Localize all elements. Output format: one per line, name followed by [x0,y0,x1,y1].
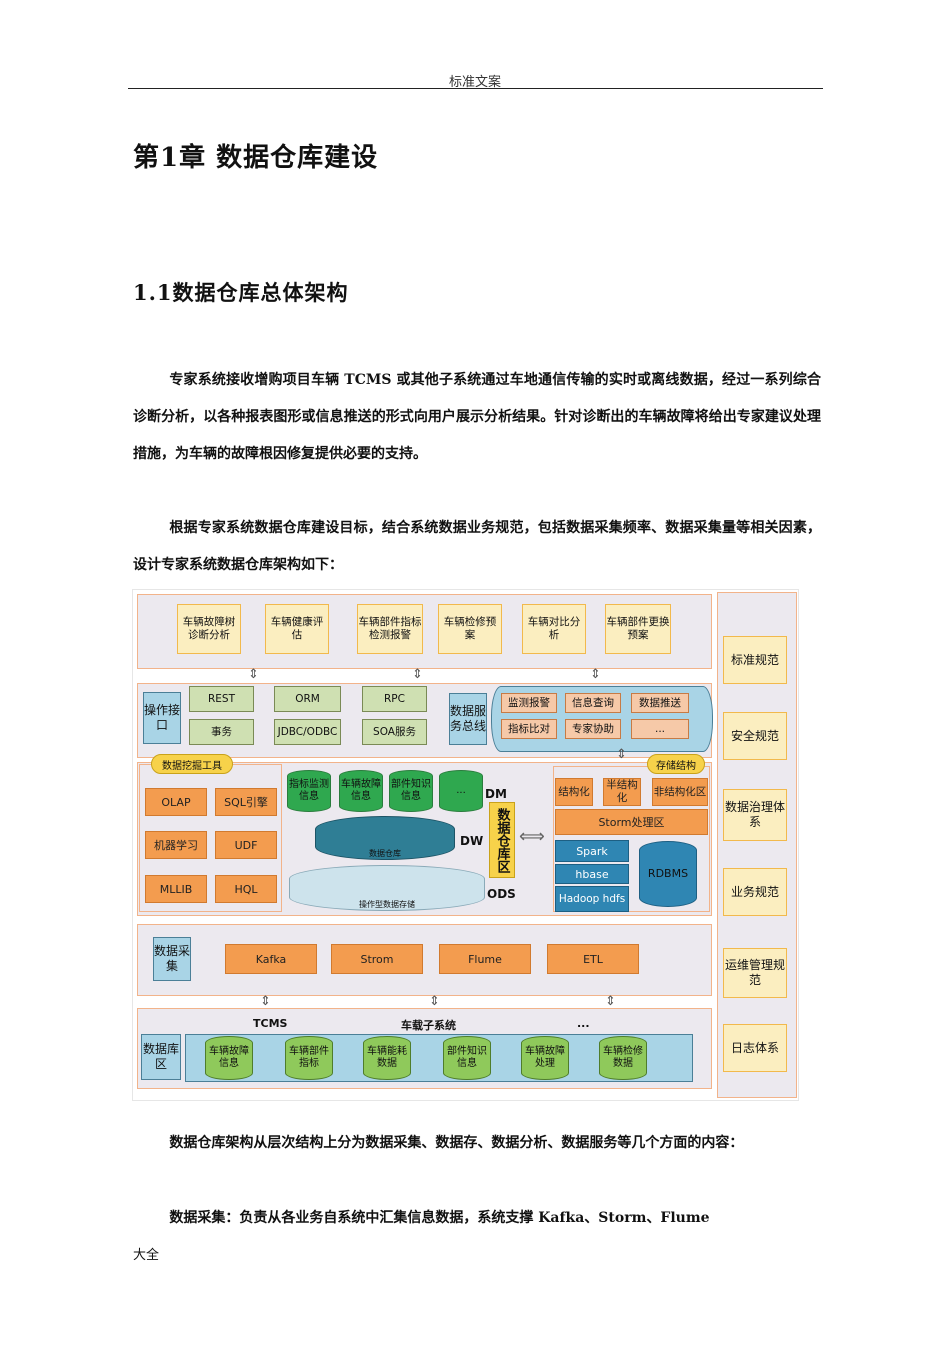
app-compare: 车辆对比分析 [522,604,586,654]
op-transaction: 事务 [189,719,254,745]
app-health: 车辆健康评估 [265,604,329,654]
page-footer: 大全 [133,1248,160,1263]
stack-spark: Spark [555,840,629,862]
side-standard: 标准规范 [723,636,787,684]
collect-strom: Strom [331,944,423,974]
op-rpc: RPC [362,686,427,712]
db-fault-handle: 车辆故障处理 [521,1036,569,1080]
dw-text: 数据仓库 [369,849,401,858]
op-interface-label: 操作接口 [143,692,181,744]
stack-hadoop: Hadoop hdfs [555,886,629,912]
op-orm: ORM [274,686,341,712]
bidirectional-arrow-icon: ⟺ [519,826,545,847]
bus-expert: 专家协助 [565,719,621,739]
arrow-icon: ⇕ [412,667,423,682]
dw-label: DW [460,834,484,848]
bus-compare: 指标比对 [501,719,557,739]
op-soa: SOA服务 [362,719,427,745]
side-governance: 数据治理体系 [723,789,787,841]
storage-unstructured: 非结构化区 [652,778,708,806]
bus-monitor: 监测报警 [501,693,557,713]
paragraph-2: 根据专家系统数据仓库建设目标，结合系统数据业务规范，包括数据采集频率、数据采集量… [133,520,821,573]
paragraph-4: 数据采集：负责从各业务自系统中汇集信息数据，系统支撑 Kafka、Storm、F… [169,1210,710,1226]
db-part-indicator: 车辆部件指标 [285,1036,333,1080]
app-part-replace: 车辆部件更换预案 [605,604,671,654]
ods-disk [289,865,485,911]
dm-fault-cylinder: 车辆故障信息 [339,770,383,812]
mining-mllib: MLLIB [145,875,207,903]
bus-query: 信息查询 [565,693,621,713]
stack-hbase: hbase [555,864,629,884]
storage-structure-label: 存储结构 [647,754,705,774]
collect-flume: Flume [439,944,531,974]
db-fault-info: 车辆故障信息 [205,1036,253,1080]
db-energy: 车辆能耗数据 [363,1036,411,1080]
header-rule [128,88,823,89]
mining-olap: OLAP [145,788,207,816]
storage-structured: 结构化 [555,778,593,806]
app-maintenance: 车辆检修预案 [438,604,502,654]
app-part-alarm: 车辆部件指标检测报警 [357,604,423,654]
dm-label: DM [485,787,507,801]
mining-tools-label: 数据挖掘工具 [151,754,233,774]
section-title: 1.1数据仓库总体架构 [133,280,349,305]
ods-text: 操作型数据存储 [359,900,415,909]
collect-etl: ETL [547,944,639,974]
storage-area [553,766,710,912]
db-maintenance: 车辆检修数据 [599,1036,647,1080]
side-log: 日志体系 [723,1024,787,1072]
storm-zone: Storm处理区 [555,809,708,835]
mining-udf: UDF [215,831,277,859]
collection-label: 数据采集 [153,937,191,981]
dm-indicator-cylinder: 指标监测信息 [287,770,331,812]
source-tcms: TCMS [253,1017,288,1030]
arrow-icon: ⇕ [248,667,259,682]
rdbms-cylinder: RDBMS [639,841,697,907]
arrow-icon: ⇕ [260,994,271,1009]
service-bus-label: 数据服务总线 [449,693,487,745]
collect-kafka: Kafka [225,944,317,974]
db-knowledge: 部件知识信息 [443,1036,491,1080]
op-jdbc-odbc: JDBC/ODBC [274,719,341,745]
dm-knowledge-cylinder: 部件知识信息 [389,770,433,812]
db-zone-label: 数据库区 [141,1034,181,1080]
storage-semi: 半结构化 [603,778,641,806]
chapter-title: 第1章 数据仓库建设 [133,143,379,173]
warehouse-zone-label: 数据仓库区 [489,802,515,878]
dw-disk [315,816,455,860]
source-onboard: 车载子系统 [401,1019,456,1032]
bus-more: ... [631,719,689,739]
arrow-icon: ⇕ [590,667,601,682]
side-business: 业务规范 [723,868,787,916]
arrow-icon: ⇕ [616,747,627,762]
app-fault-tree: 车辆故障树诊断分析 [177,604,241,654]
paragraph-1: 专家系统接收增购项目车辆 TCMS 或其他子系统通过车地通信传输的实时或离线数据… [133,372,821,462]
arrow-icon: ⇕ [605,994,616,1009]
op-rest: REST [189,686,254,712]
architecture-diagram: 车辆故障树诊断分析 车辆健康评估 车辆部件指标检测报警 车辆检修预案 车辆对比分… [132,589,799,1101]
dm-more-cylinder: ... [439,770,483,812]
ods-label: ODS [487,887,516,901]
side-security: 安全规范 [723,712,787,760]
paragraph-3: 数据仓库架构从层次结构上分为数据采集、数据存、数据分析、数据服务等几个方面的内容… [169,1135,744,1151]
mining-ml: 机器学习 [145,831,207,859]
source-more: ... [577,1017,590,1030]
page-header: 标准文案 [448,75,501,90]
mining-hql: HQL [215,875,277,903]
bus-push: 数据推送 [631,693,689,713]
side-ops: 运维管理规范 [723,948,787,998]
arrow-icon: ⇕ [429,994,440,1009]
mining-sql: SQL引擎 [215,788,277,816]
